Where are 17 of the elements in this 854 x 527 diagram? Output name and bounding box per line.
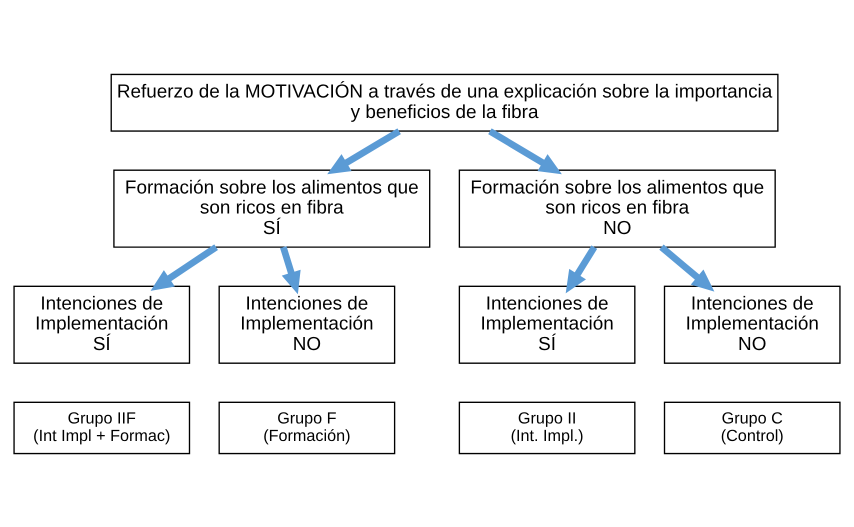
arrow bbox=[327, 128, 401, 174]
node-box: Formación sobre los alimentos que son ricos en fibra NO bbox=[458, 169, 776, 248]
arrow bbox=[566, 244, 598, 293]
node-box: Intenciones de Implementación SÍ bbox=[13, 285, 190, 364]
arrow bbox=[488, 128, 562, 174]
arrow bbox=[280, 246, 301, 294]
arrow bbox=[659, 244, 714, 292]
node-box: Intenciones de Implementación NO bbox=[664, 285, 841, 364]
node-box: Intenciones de Implementación NO bbox=[218, 285, 396, 364]
node-box: Grupo II (Int. Impl.) bbox=[458, 401, 636, 454]
node-box: Grupo F (Formación) bbox=[218, 401, 396, 454]
node-box: Formación sobre los alimentos que son ricos en fibra SÍ bbox=[113, 169, 430, 248]
node-box: Intenciones de Implementación SÍ bbox=[458, 285, 636, 364]
node-box: Refuerzo de la MOTIVACIÓN a través de una explicación sobre la importancia y beneficios de la fibra bbox=[110, 73, 779, 132]
node-box: Grupo IIF (Int Impl + Formac) bbox=[13, 401, 190, 454]
node-box: Grupo C (Control) bbox=[664, 401, 841, 454]
arrow bbox=[150, 244, 218, 290]
